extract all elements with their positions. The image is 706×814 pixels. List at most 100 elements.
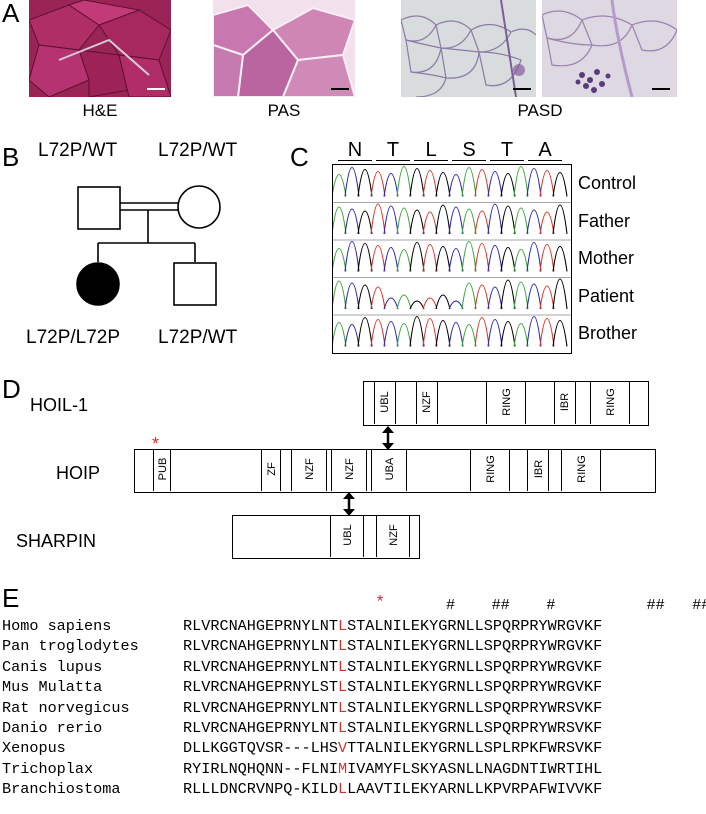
hoip-zf-domain: ZF [261, 450, 281, 491]
sample-label: Mother [578, 248, 635, 268]
trace-peak [487, 319, 503, 347]
hoip-ring-domain-1: RING [470, 450, 510, 491]
trace-peak [461, 240, 477, 272]
trace-peak [487, 245, 503, 272]
trace-peak [357, 243, 373, 272]
codon-label: S [452, 140, 486, 161]
trace-peak [331, 174, 347, 197]
trace-peak [526, 315, 542, 347]
species-name: Mus Mulatta [2, 678, 103, 697]
he-caption: H&E [82, 101, 118, 120]
trace-peak [500, 321, 516, 347]
trace-peak [461, 324, 477, 347]
conserved-mutation-star: * [375, 594, 386, 613]
trace-peak [409, 241, 425, 272]
species-sequence: RLVRCNAHGEPRNYLNTLSTALNILEKYGRNLLSPQRPRY… [183, 657, 603, 676]
trace-peak [331, 206, 347, 235]
trace-peak [357, 284, 373, 310]
trace-peak [474, 169, 490, 197]
trace-peak [474, 284, 490, 310]
trace-peak [370, 171, 386, 197]
trace-peak [370, 203, 386, 235]
hoip-uba-domain: UBA [371, 450, 407, 491]
sharpin-nzf-domain: NZF [376, 516, 410, 557]
sample-label: Brother [578, 323, 638, 343]
trace-peak [409, 315, 425, 347]
hoip-ibr-domain: IBR [527, 450, 549, 491]
trace-peak [526, 283, 542, 310]
trace-peak [435, 320, 451, 347]
trace-peak [474, 210, 490, 235]
hoil1-ibr-domain: IBR [554, 382, 576, 424]
trace-peak [552, 278, 568, 310]
sample-label: Patient [578, 285, 635, 306]
trace-peak [435, 204, 451, 235]
species-sequence: DLLKGGTQVSR---LHSVTTALNILEKYGRNLLSPLRPKF… [183, 739, 603, 758]
trace-peak [370, 319, 386, 347]
panel-c-label: C [290, 142, 309, 172]
trace-peak [435, 172, 451, 197]
species-sequence: RLVRCNAHGEPRNYLSTLSTALNILEKYGRNLLSPQRPRY… [183, 678, 603, 697]
trace-peak [539, 211, 555, 235]
brother-genotype: L72P/WT [158, 327, 238, 348]
hoip-nzf-domain-1: NZF [291, 450, 327, 491]
trace-peak [344, 208, 360, 235]
trace-peak [383, 205, 399, 235]
trace-peak [422, 297, 438, 310]
hoil1-ubl-domain: UBL [374, 382, 396, 424]
codon-label: N [338, 140, 372, 161]
hoip-name: HOIP [56, 463, 101, 483]
species-sequence: RLVRCNAHGEPRNYLNTLSTALNILEKYGRNLLSPQRPRY… [183, 698, 603, 717]
panel-d-label: D [2, 374, 21, 404]
mutation-residue: L [337, 719, 348, 737]
trace-peak [357, 169, 373, 197]
hoip-sharpin-arrow [343, 492, 355, 516]
chromatogram-traces [331, 165, 571, 347]
trace-peak [552, 320, 568, 347]
trace-peak [552, 204, 568, 235]
trace-peak [370, 286, 386, 310]
trace-peak [448, 206, 464, 235]
brother-square [173, 262, 217, 306]
trace-peak [552, 172, 568, 197]
trace-peak [383, 247, 399, 272]
pas-caption: PAS [267, 101, 301, 120]
pasd-stain-image-2 [542, 0, 677, 97]
mutation-residue: M [337, 759, 348, 778]
panel-b-label: B [2, 142, 20, 172]
trace-peak [422, 318, 438, 347]
trace-peak [513, 165, 529, 197]
codon-label: A [528, 140, 562, 161]
mutation-residue: L [337, 617, 348, 635]
trace-peak [383, 297, 399, 310]
trace-peak [409, 300, 425, 310]
codon-label: L [414, 140, 448, 161]
trace-peak [331, 322, 347, 347]
trace-peak [357, 210, 373, 235]
species-sequence: RLVRCNAHGEPRNYLNTLSTALNILEKYGRNLLSPQRPRY… [183, 617, 603, 635]
trace-peak [435, 246, 451, 272]
trace-peak [461, 166, 477, 197]
trace-peak [461, 208, 477, 235]
panel-e-label: E [2, 583, 20, 613]
trace-peak [513, 281, 529, 310]
hoip-pub-domain: PUB [153, 450, 171, 491]
trace-peak [396, 249, 412, 272]
trace-peak [422, 170, 438, 197]
species-sequence: RLVRCNAHGEPRNYLNTLSTALNILEKYGRNLLSPQRPRY… [183, 637, 603, 656]
mutation-residue: L [337, 698, 348, 717]
trace-peak [396, 323, 412, 347]
trace-peak [331, 248, 347, 272]
trace-peak [396, 165, 412, 197]
species-sequence: RLVRCNAHGEPRNYLNTLSTALNILEKYGRNLLSPQRPRY… [183, 719, 603, 737]
species-sequence: RYIRLNQHQNN--FLNIMIVAMYFLSKYASNLLNAGDNTI… [183, 759, 603, 778]
mutation-residue: V [337, 739, 348, 758]
trace-peak [435, 294, 451, 310]
trace-peak [331, 280, 347, 310]
trace-peak [487, 171, 503, 197]
mother-circle [177, 185, 221, 229]
patient-genotype: L72P/L72P [26, 327, 121, 348]
hoil1-nzf-domain: NZF [416, 382, 438, 424]
panel-a-label: A [2, 0, 20, 28]
trace-peak [383, 321, 399, 347]
